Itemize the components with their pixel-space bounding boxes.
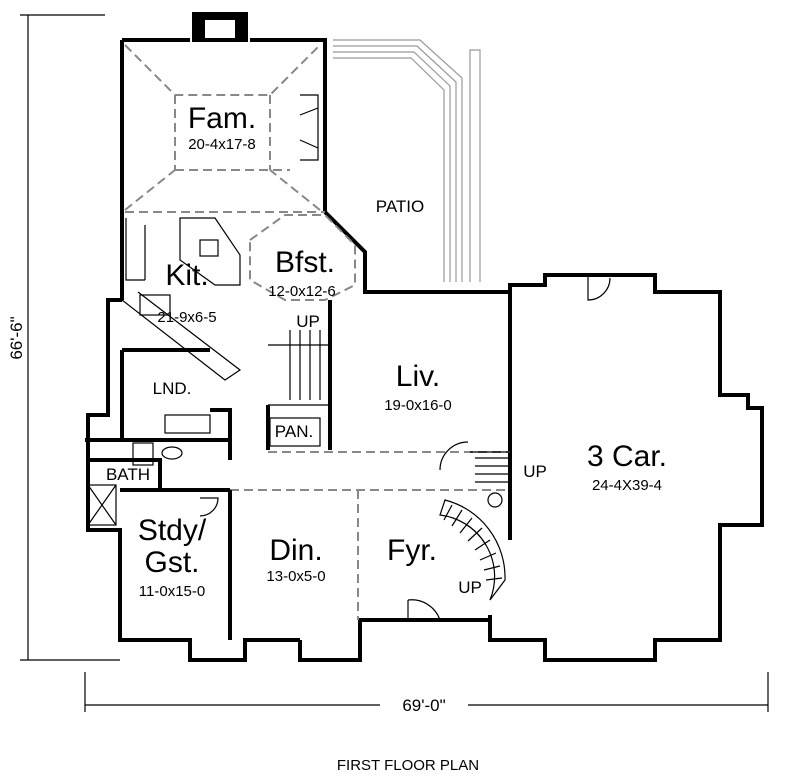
din-name: Din. <box>269 534 322 567</box>
patio-label: PATIO <box>376 197 425 216</box>
up-garage-label: UP <box>523 462 547 481</box>
dimension-text: 66'-6" 69'-0" <box>7 316 446 715</box>
fam-name: Fam. <box>188 102 256 135</box>
garage-walls <box>488 273 764 662</box>
lnd-label: LND. <box>153 379 192 398</box>
dimension-lines <box>20 14 769 712</box>
kit-size: 21-9x6-5 <box>157 309 216 326</box>
stdy-name-line2: Gst. <box>144 546 199 579</box>
fyr-name: Fyr. <box>387 534 437 567</box>
liv-size: 19-0x16-0 <box>384 397 452 414</box>
bfst-size: 12-0x12-6 <box>268 283 336 300</box>
fam-size: 20-4x17-8 <box>188 136 256 153</box>
kit-name: Kit. <box>165 259 208 292</box>
bfst-name: Bfst. <box>275 246 335 279</box>
up-foyer-label: UP <box>458 578 482 597</box>
garage-name: 3 Car. <box>587 440 667 473</box>
plan-title: FIRST FLOOR PLAN <box>337 757 479 774</box>
din-size: 13-0x5-0 <box>266 568 325 585</box>
stdy-size: 11-0x15-0 <box>139 583 205 600</box>
liv-name: Liv. <box>396 360 440 393</box>
garage-size: 24-4X39-4 <box>592 477 662 494</box>
pan-label: PAN. <box>275 422 313 441</box>
room-labels: Fam. 20-4x17-8 PATIO Kit. 21-9x6-5 Bfst.… <box>106 102 667 600</box>
overall-depth: 66'-6" <box>7 316 26 359</box>
patio-outline <box>333 39 481 282</box>
house-walls <box>85 12 611 662</box>
bath-label: BATH <box>106 465 150 484</box>
up-kitchen-label: UP <box>296 312 320 331</box>
stdy-name-line1: Stdy/ <box>138 514 207 547</box>
overall-width: 69'-0" <box>402 696 445 715</box>
